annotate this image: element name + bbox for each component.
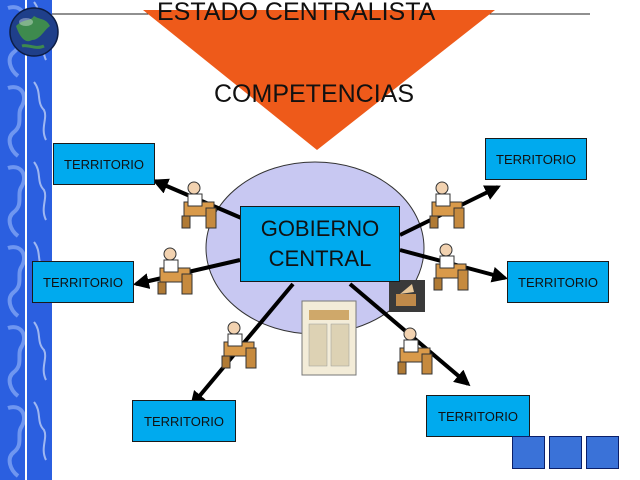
territorio-box: TERRITORIO [507,261,609,303]
territorio-box: TERRITORIO [53,143,155,185]
office-worker-clipart [433,243,469,291]
gobierno-central-box: GOBIERNO CENTRAL [240,206,400,282]
territorio-box: TERRITORIO [32,261,134,303]
voting-box-clipart [389,280,425,312]
nav-up-button[interactable] [549,436,582,469]
globe-icon [9,7,59,57]
office-worker-clipart [397,327,433,375]
territorio-box: TERRITORIO [426,395,530,437]
territorio-box: TERRITORIO [132,400,236,442]
nav-prev-button[interactable] [512,436,545,469]
declaration-document-clipart [301,300,357,376]
center-line-2: CENTRAL [268,246,372,271]
competencias-triangle [143,10,495,150]
center-line-1: GOBIERNO [260,216,380,241]
nav-next-button[interactable] [586,436,619,469]
office-worker-clipart [429,181,465,229]
slide-title: ESTADO CENTRALISTA [157,0,436,26]
slide-subtitle: COMPETENCIAS [214,80,415,108]
territorio-box: TERRITORIO [485,138,587,180]
office-worker-clipart [157,247,193,295]
office-worker-clipart [181,181,217,229]
office-worker-clipart [221,321,257,369]
